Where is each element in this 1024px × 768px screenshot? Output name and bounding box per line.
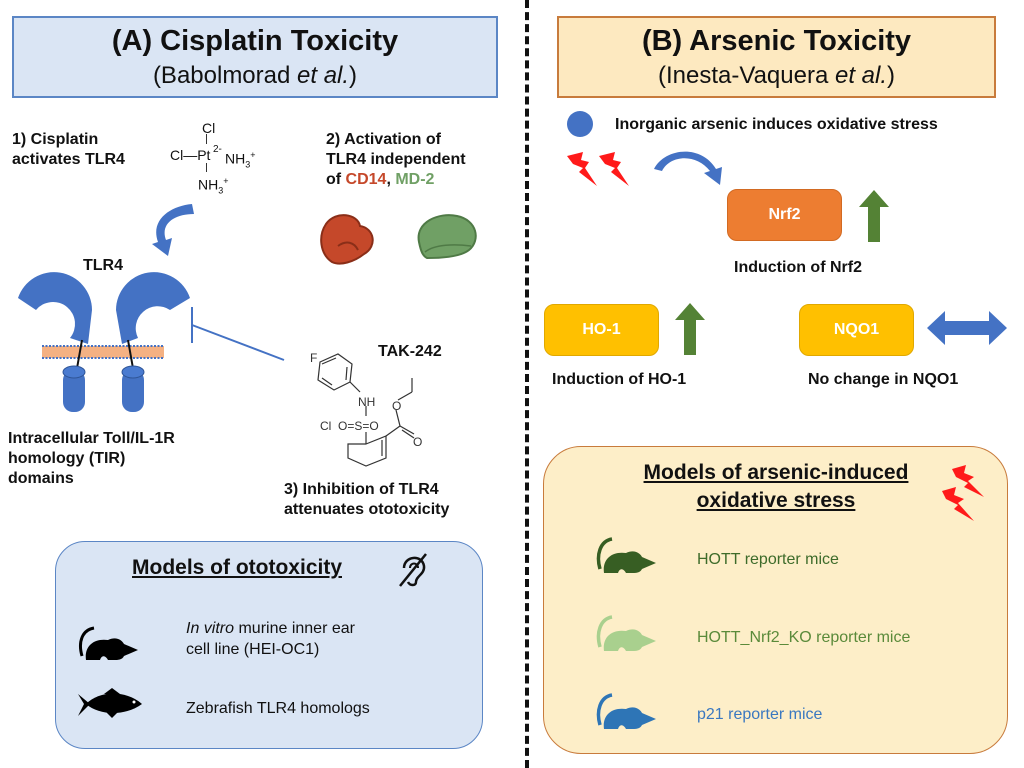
panel-a-subtitle: (Babolmorad et al.) [152,62,358,89]
ototoxicity-models-box: Models of ototoxicity In vitro murine in… [55,541,483,749]
svg-text:O: O [413,435,422,449]
nqo1-caption: No change in NQO1 [808,371,959,388]
oxidative-stress-lightning-icon [942,465,984,521]
ho1-box: HO-1 [544,304,659,356]
svg-text:Cl: Cl [320,419,331,433]
nrf2-box: Nrf2 [727,189,842,241]
double-arrow-icon [927,311,1007,345]
panel-divider [525,0,529,768]
mouse-icon [596,537,656,573]
arsenic-models-heading: Models of arsenic-induced oxidative stre… [643,461,909,512]
curved-arrow-icon [654,151,722,185]
mouse-icon [79,626,138,660]
tlr4-label: TLR4 [83,257,123,274]
nqo1-box: NQO1 [799,304,914,356]
oxidative-stress-lightning-icon [567,152,629,186]
svg-text:O=S=O: O=S=O [338,419,379,433]
tlr4-receptor-right [116,272,190,412]
panel-a-title: (A) Cisplatin Toxicity [111,25,399,57]
ototoxicity-models-heading: Models of ototoxicity [132,556,342,579]
mouse-icon [596,615,656,651]
curved-arrow-icon [152,204,194,256]
panel-b-title-box: (B) Arsenic Toxicity (Inesta-Vaquera et … [557,16,996,98]
up-arrow-icon [675,303,705,355]
panel-a-title-box: (A) Cisplatin Toxicity (Babolmorad et al… [12,16,498,98]
mouse-icon [596,693,656,729]
arsenic-models-box: Models of arsenic-induced oxidative stre… [543,446,1008,754]
tak242-label: TAK-242 [378,343,442,360]
panel-b-title: (B) Arsenic Toxicity [641,25,912,57]
cd14-label: CD14 [345,171,387,188]
ho1-caption: Induction of HO-1 [552,371,687,388]
svg-text:F: F [310,351,317,365]
tlr4-receptor-left [18,272,92,412]
svg-text:O: O [392,399,401,413]
tlr4-receptor-diagram [18,272,190,412]
up-arrow-icon [859,190,889,242]
tir-domains-label: Intracellular Toll/IL-1R homology (TIR) … [8,430,175,487]
arsenic-dot-icon [567,111,593,137]
inhibition-line-icon [191,307,285,361]
panel-b-subtitle: (Inesta-Vaquera et al.) [657,62,896,89]
svg-text:NH: NH [358,395,375,409]
step2-label: 2) Activation of TLR4 independent of CD1… [326,131,466,188]
hearing-loss-icon [399,553,427,587]
md2-protein-icon [417,214,477,260]
membrane-bilayer [42,345,164,359]
tak242-structure: F NH Cl O=S=O O O [310,351,422,467]
md2-label: MD-2 [395,171,435,188]
step3-label: 3) Inhibition of TLR4 attenuates ototoxi… [284,481,450,518]
cd14-protein-icon [320,214,374,265]
arsenic-statement: Inorganic arsenic induces oxidative stre… [615,116,938,133]
fish-icon [78,688,142,718]
cisplatin-structure: Cl Cl—Pt 2- NH3+ NH3+ [170,120,256,196]
step1-label: 1) Cisplatin activates TLR4 [12,131,125,168]
nrf2-caption: Induction of Nrf2 [734,259,862,276]
